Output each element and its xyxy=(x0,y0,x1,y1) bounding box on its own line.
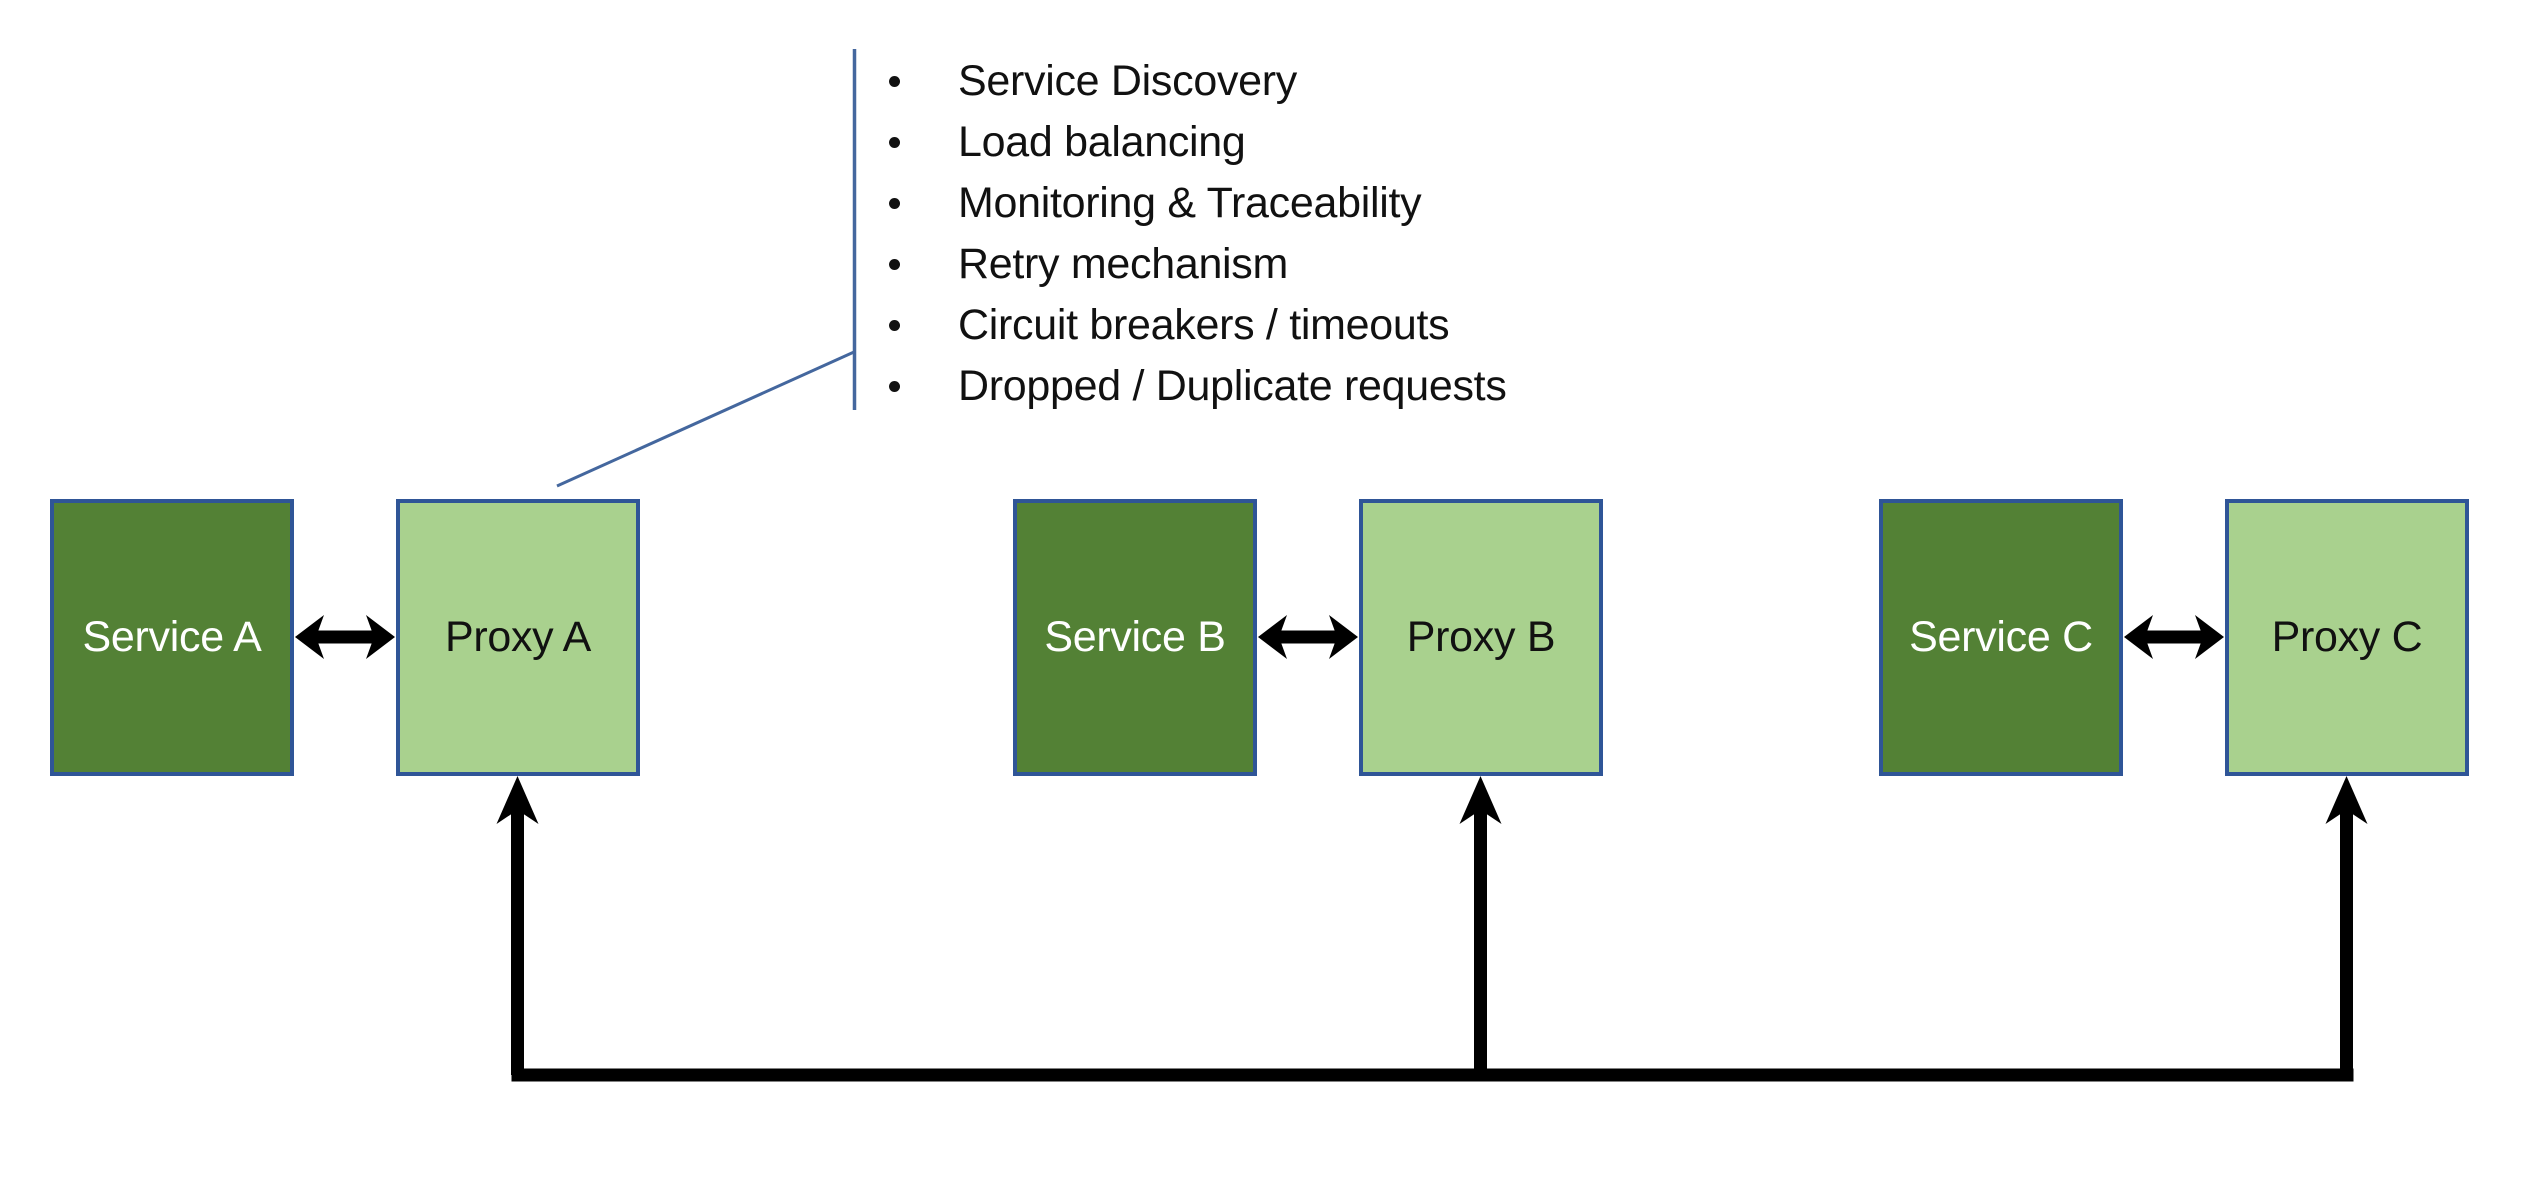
service-proxy-group-b: Service B Proxy B xyxy=(1013,499,1603,776)
proxy-b-box: Proxy B xyxy=(1359,499,1603,776)
service-proxy-group-c: Service C Proxy C xyxy=(1879,499,2469,776)
callout-leader-line xyxy=(556,350,855,488)
proxy-c-label: Proxy C xyxy=(2271,613,2423,661)
up-arrowhead-icon-a xyxy=(496,776,539,824)
bidirectional-arrow-icon xyxy=(2124,615,2224,659)
callout-item-label: Dropped / Duplicate requests xyxy=(958,362,1507,410)
bullet-dot-icon xyxy=(889,259,900,270)
service-a-box: Service A xyxy=(50,499,294,776)
proxy-c-box: Proxy C xyxy=(2225,499,2469,776)
callout-item-label: Service Discovery xyxy=(958,57,1297,105)
service-b-box: Service B xyxy=(1013,499,1257,776)
list-item: Monitoring & Traceability xyxy=(880,173,1640,234)
list-item: Dropped / Duplicate requests xyxy=(880,356,1640,417)
bullet-dot-icon xyxy=(889,320,900,331)
proxy-a-box: Proxy A xyxy=(396,499,640,776)
bidirectional-arrow-icon xyxy=(295,615,395,659)
sidecar-features-callout: Service Discovery Load balancing Monitor… xyxy=(880,51,1640,417)
callout-item-label: Load balancing xyxy=(958,118,1246,166)
up-arrowhead-icon-c xyxy=(2325,776,2368,824)
callout-item-label: Monitoring & Traceability xyxy=(958,179,1422,227)
service-c-label: Service C xyxy=(1909,613,2093,661)
list-item: Load balancing xyxy=(880,112,1640,173)
bullet-dot-icon xyxy=(889,137,900,148)
list-item: Circuit breakers / timeouts xyxy=(880,295,1640,356)
bullet-dot-icon xyxy=(889,198,900,209)
up-arrowhead-icon-b xyxy=(1459,776,1502,824)
service-b-label: Service B xyxy=(1044,613,1226,661)
callout-item-label: Circuit breakers / timeouts xyxy=(958,301,1450,349)
bidirectional-arrow-icon xyxy=(1258,615,1358,659)
proxy-b-label: Proxy B xyxy=(1406,613,1556,661)
service-proxy-group-a: Service A Proxy A xyxy=(50,499,640,776)
callout-item-label: Retry mechanism xyxy=(958,240,1289,288)
proxy-a-label: Proxy A xyxy=(444,613,592,661)
bullet-dot-icon xyxy=(889,381,900,392)
list-item: Service Discovery xyxy=(880,51,1640,112)
service-a-label: Service A xyxy=(82,613,262,661)
service-c-box: Service C xyxy=(1879,499,2123,776)
bullet-dot-icon xyxy=(889,76,900,87)
list-item: Retry mechanism xyxy=(880,234,1640,295)
